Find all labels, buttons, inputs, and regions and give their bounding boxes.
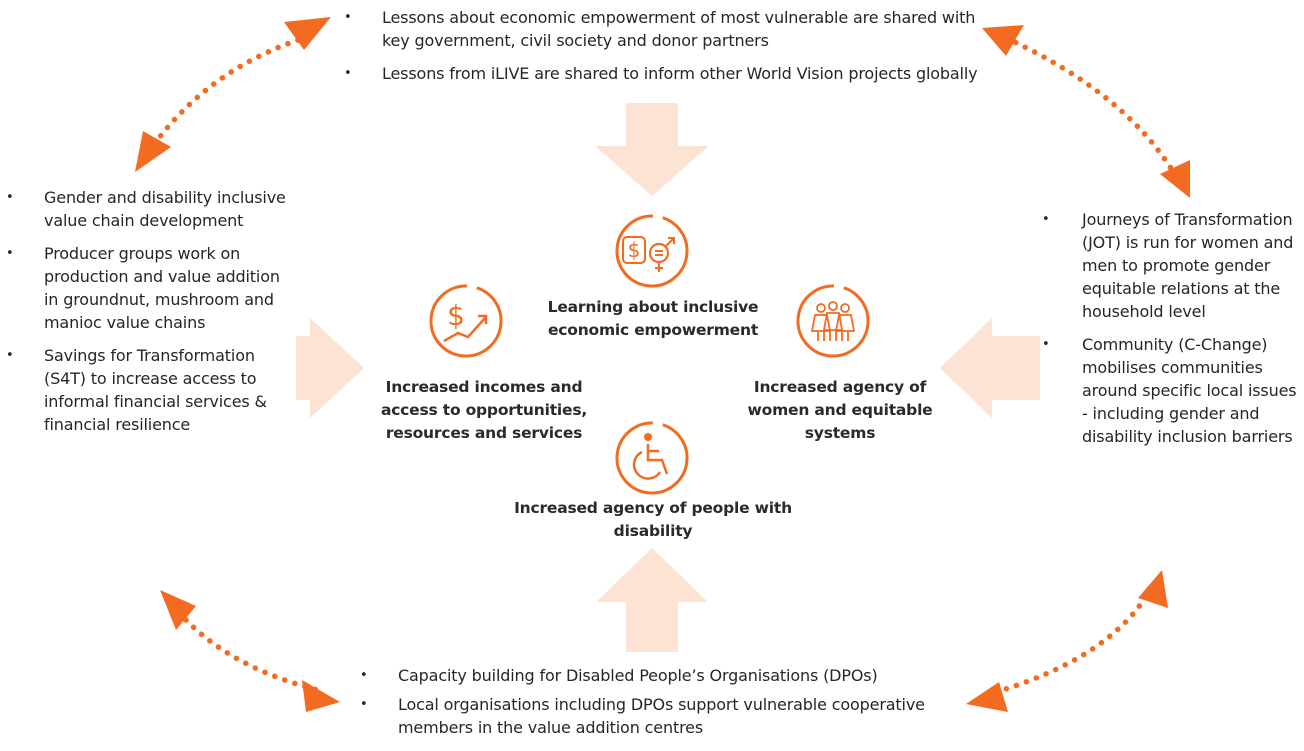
list-item: • Gender and disability inclusive value c…: [6, 186, 296, 232]
arrowhead: [966, 682, 1008, 712]
dotted-arrow-top-left: [147, 37, 301, 153]
arrowhead: [284, 17, 331, 50]
list-item: • Capacity building for Disabled People’s…: [360, 664, 980, 687]
outcome-learning-label: Learning about inclusive economic empowe…: [547, 298, 759, 339]
list-item-text: Producer groups work on production and v…: [44, 244, 280, 332]
outcome-incomes-label: Increased incomes and access to opportun…: [380, 378, 588, 442]
bullet: •: [360, 668, 368, 683]
wheelchair-icon: [615, 421, 689, 495]
arrowhead: [1160, 160, 1190, 198]
list-item: • Lessons from iLIVE are shared to inform…: [344, 62, 984, 85]
bullet: •: [1042, 212, 1050, 227]
list-item-text: Capacity building for Disabled People’s …: [398, 666, 878, 685]
bullet: •: [6, 246, 14, 261]
list-item-text: Journeys of Transformation (JOT) is run …: [1082, 210, 1294, 321]
list-item-text: Local organisations including DPOs suppo…: [398, 695, 925, 737]
bottom-bullet-list: • Capacity building for Disabled People’s…: [360, 664, 980, 749]
block-arrow-right: [296, 318, 364, 418]
bullet: •: [6, 348, 14, 363]
list-item: • Lessons about economic empowerment of m…: [344, 6, 984, 52]
top-bullet-list: • Lessons about economic empowerment of m…: [344, 6, 984, 95]
svg-text:$: $: [628, 238, 641, 262]
arrowhead: [135, 131, 171, 172]
bullet: •: [360, 697, 368, 712]
list-item-text: Lessons from iLIVE are shared to inform …: [382, 64, 978, 83]
block-arrow-down: [595, 103, 709, 196]
list-item: • Savings for Transformation (S4T) to inc…: [6, 344, 296, 436]
list-item: • Local organisations including DPOs supp…: [360, 693, 980, 739]
arrowhead: [160, 590, 196, 630]
bullet: •: [6, 190, 14, 205]
arrowhead: [302, 680, 340, 712]
list-item-text: Community (C-Change) mobilises communiti…: [1082, 335, 1297, 446]
block-arrow-left: [940, 318, 1040, 418]
outcome-agency-women-label: Increased agency of women and equitable …: [747, 378, 933, 442]
list-item-text: Savings for Transformation (S4T) to incr…: [44, 346, 267, 434]
women-group-icon: [796, 284, 870, 358]
outcome-agency-disability-label: Increased agency of people with disabili…: [514, 499, 792, 540]
list-item-text: Gender and disability inclusive value ch…: [44, 188, 286, 230]
dollar-growth-icon: $: [429, 284, 503, 358]
svg-text:$: $: [447, 299, 465, 332]
dotted-arrow-bottom-right: [983, 587, 1153, 698]
bullet: •: [344, 66, 352, 81]
money-gender-equality-icon: $: [615, 214, 689, 288]
block-arrow-up: [596, 548, 708, 652]
list-item: • Producer groups work on production and …: [6, 242, 296, 334]
dotted-arrow-top-right: [1003, 35, 1181, 183]
list-item: • Community (C-Change) mobilises communit…: [1042, 333, 1304, 448]
bullet: •: [344, 10, 352, 25]
list-item-text: Lessons about economic empowerment of mo…: [382, 8, 976, 50]
dotted-arrow-bottom-left: [169, 601, 321, 693]
bullet: •: [1042, 337, 1050, 352]
right-bullet-list: • Journeys of Transformation (JOT) is run…: [1042, 208, 1304, 458]
left-bullet-list: • Gender and disability inclusive value c…: [6, 186, 296, 446]
list-item: • Journeys of Transformation (JOT) is run…: [1042, 208, 1304, 323]
arrowhead: [1138, 570, 1168, 608]
arrowhead: [982, 25, 1024, 56]
